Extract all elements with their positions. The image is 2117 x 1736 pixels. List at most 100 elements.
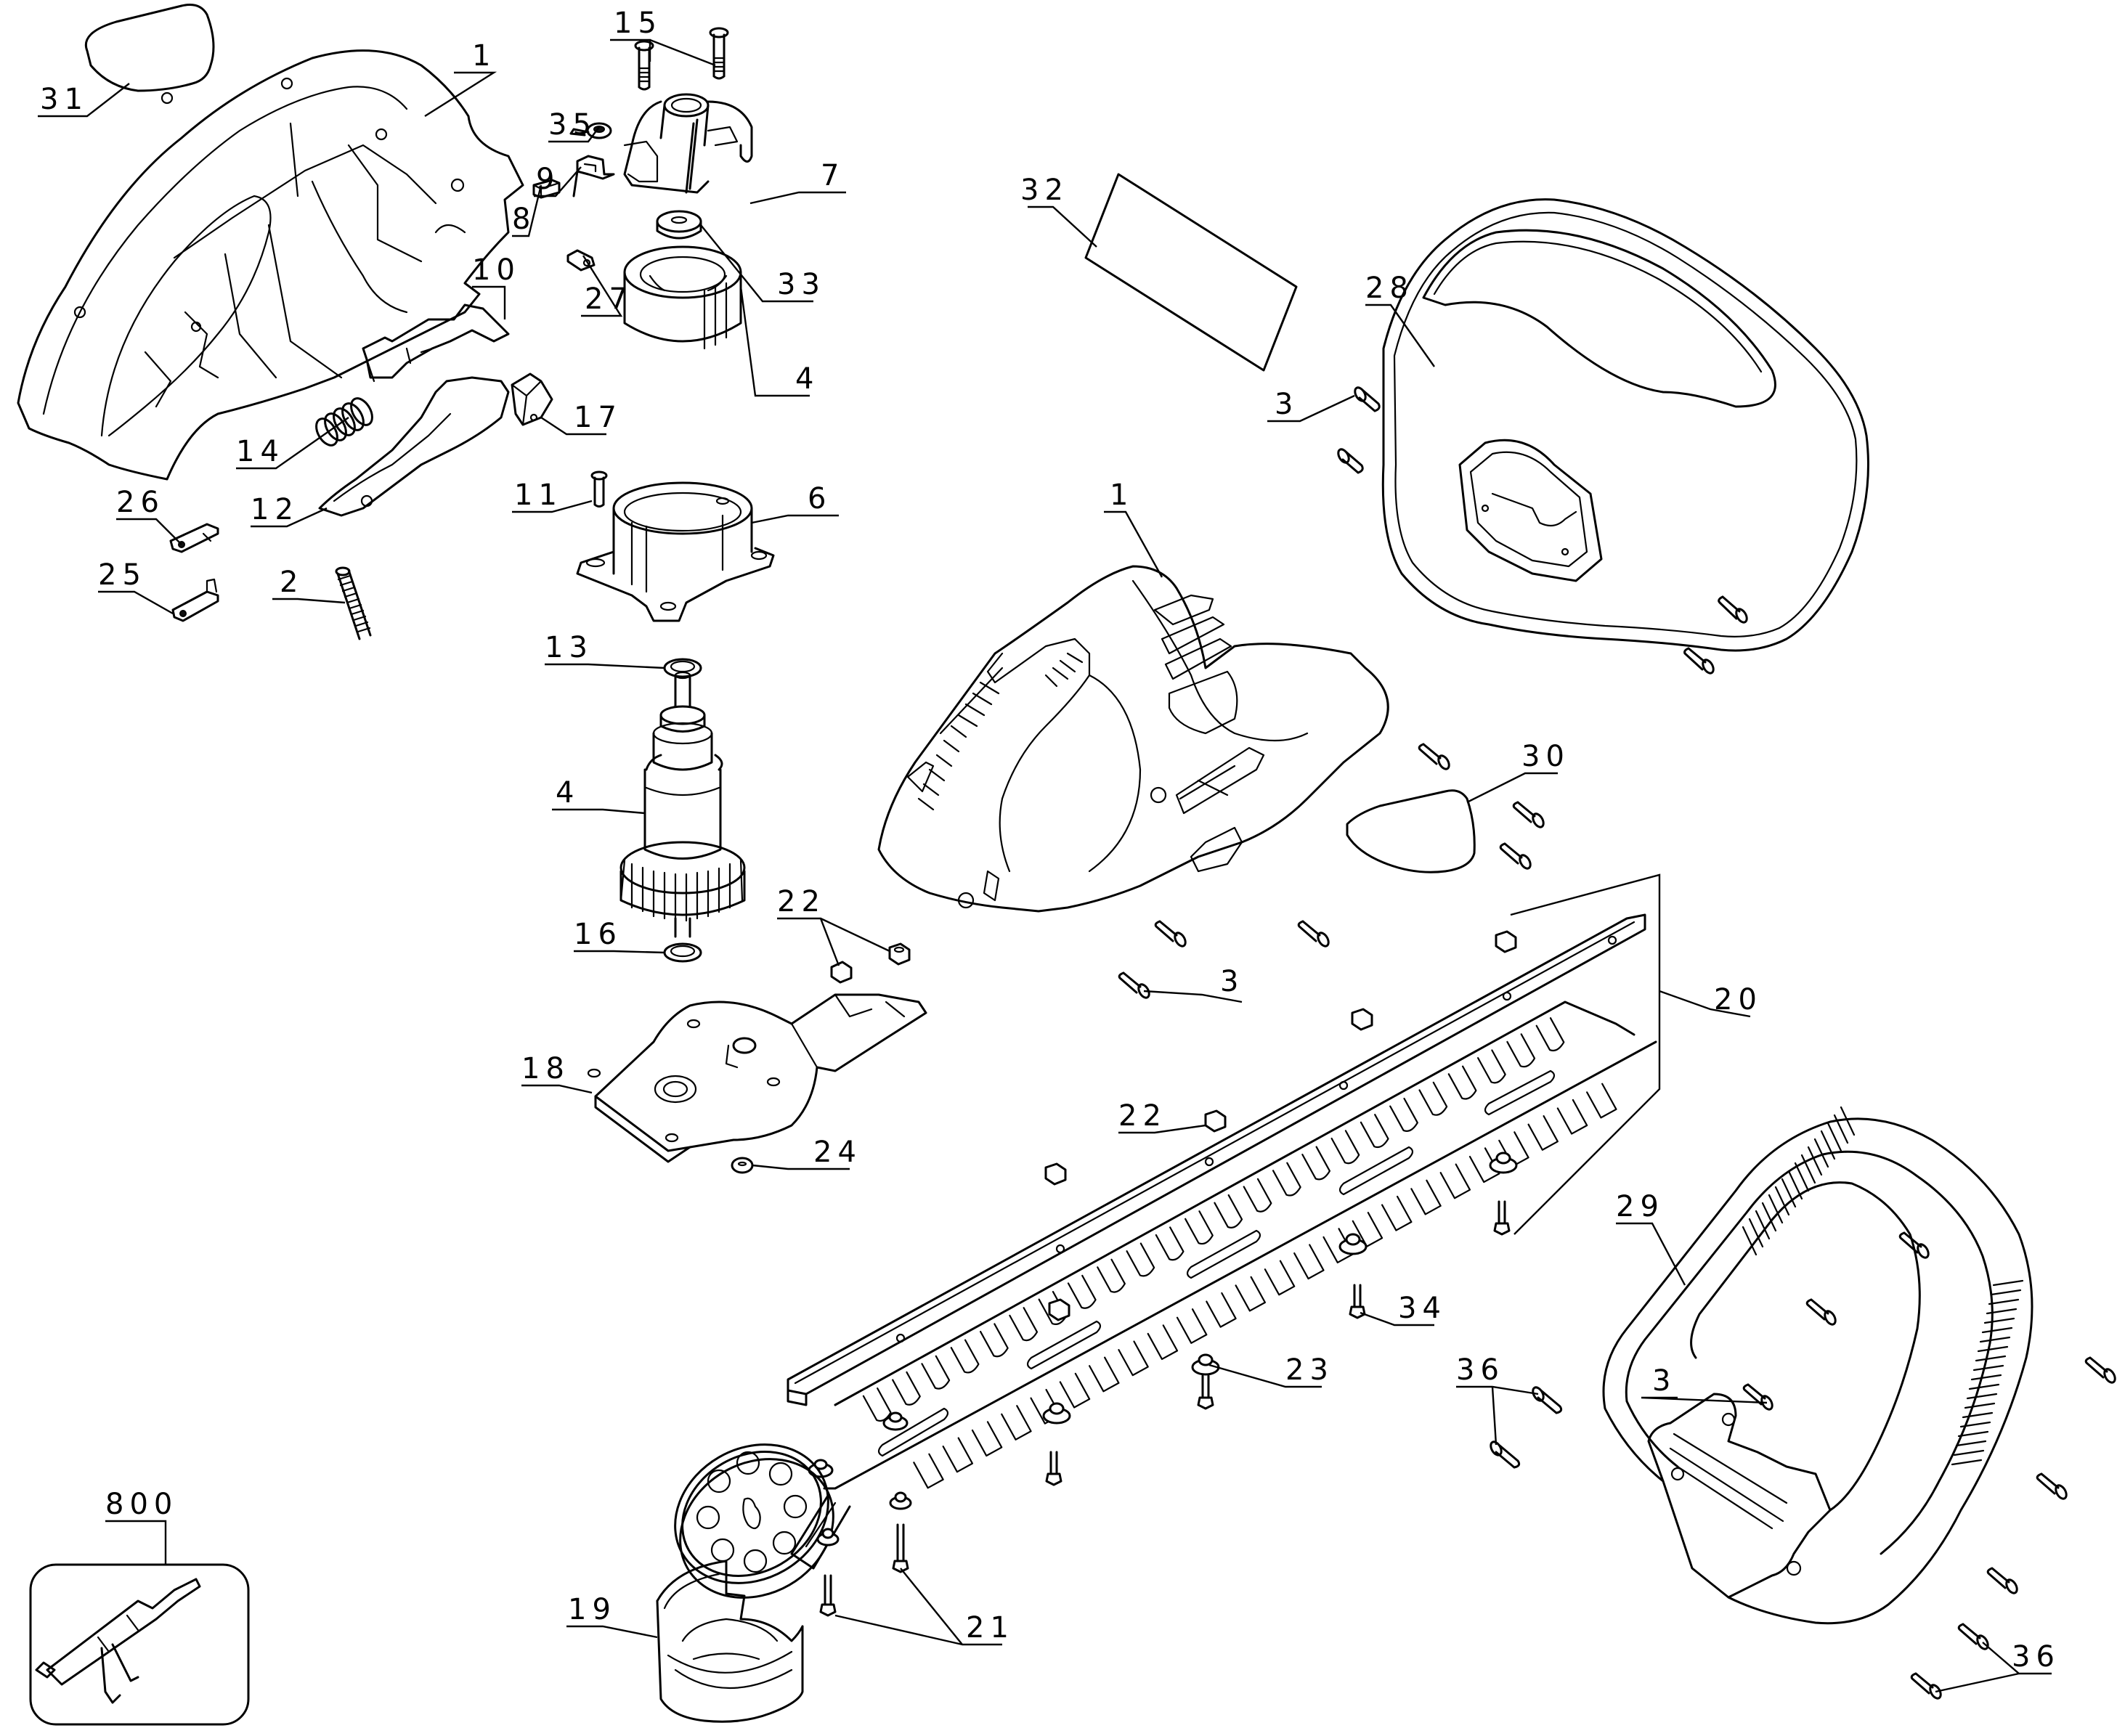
callout-24: 24 (813, 1136, 862, 1169)
callout-28: 28 (1365, 272, 1414, 305)
blade-tooth-upper (1389, 1097, 1418, 1132)
blade-tooth-upper (1272, 1162, 1301, 1197)
callout-26: 26 (116, 486, 165, 519)
part-1-main-housing (877, 565, 1389, 913)
callout-14: 14 (236, 435, 285, 468)
blade-tooth-lower (1293, 1244, 1325, 1280)
callout-34: 34 (1398, 1292, 1447, 1325)
grip-rib (1768, 1194, 1784, 1224)
part-12-trigger (318, 376, 510, 517)
grip-rib (1953, 1449, 1985, 1456)
part-34-bolts (1045, 1200, 1511, 1486)
callout-13: 13 (545, 631, 593, 664)
callout-21: 21 (966, 1611, 1015, 1645)
callout-27: 27 (585, 282, 633, 316)
part-29-front-handle (1602, 1106, 2033, 1625)
blade-tooth-lower (1381, 1195, 1413, 1231)
part-20-blade-assembly (787, 913, 1657, 1570)
grip-rib (1781, 1178, 1797, 1208)
part-4-armature (619, 671, 746, 938)
part-14-spring (315, 397, 373, 447)
blade-tooth-upper (1243, 1178, 1272, 1213)
part-24-spacer (731, 1157, 754, 1174)
grip-rib (1979, 1336, 2011, 1343)
part-32-label (1084, 173, 1298, 372)
blade-tooth-lower (1059, 1372, 1091, 1409)
part-4-stator (623, 245, 742, 350)
part-3-screws-guard (1337, 386, 1748, 675)
part-21-bolts (816, 1491, 912, 1617)
grip-rib (1970, 1374, 2002, 1381)
grip-rib (1827, 1122, 1842, 1152)
grip-rib (1951, 1459, 1983, 1466)
blade-tooth-lower (1147, 1324, 1179, 1361)
grip-rib (1807, 1146, 1823, 1176)
grip-rib (1755, 1210, 1771, 1240)
callout-1-housing: 1 (1110, 478, 1134, 512)
callout-22-blade: 22 (1118, 1099, 1167, 1133)
part-800-cord-retainer (29, 1563, 250, 1726)
part-16-washer (663, 942, 702, 963)
callout-31: 31 (40, 83, 89, 116)
grip-rib (1955, 1440, 1987, 1447)
callout-3-handle: 3 (1652, 1364, 1676, 1398)
part-3-screws-handle (1742, 1231, 1930, 1411)
blade-tooth-upper (1126, 1242, 1155, 1277)
grip-rib (1787, 1170, 1803, 1200)
callout-800: 800 (105, 1488, 178, 1521)
blade-tooth-upper (1447, 1065, 1477, 1100)
callout-labels: 31 1 15 35 7 9 8 10 27 33 4 14 17 12 11 … (40, 7, 2055, 1674)
blade-tooth-lower (913, 1453, 944, 1489)
callout-11: 11 (514, 478, 563, 512)
grip-rib (1983, 1317, 2015, 1324)
part-28-hand-guard (1381, 198, 1869, 652)
blade-tooth-lower (1118, 1340, 1149, 1377)
grip-rib (1981, 1327, 2013, 1334)
part-30-label (1346, 789, 1476, 873)
grip-rib (1962, 1411, 1994, 1419)
callout-9: 9 (536, 163, 560, 196)
grip-rib (1833, 1114, 1849, 1144)
blade-tooth-upper (921, 1355, 951, 1390)
blade-tooth-lower (1206, 1292, 1237, 1328)
grip-rib (1964, 1402, 1996, 1409)
blade-tooth-upper (1301, 1146, 1331, 1181)
part-17-switch (511, 372, 553, 426)
grip-rib (1972, 1364, 2004, 1372)
part-7-brush-holder (623, 93, 753, 194)
grip-rib (1966, 1393, 1998, 1400)
part-25-terminal (171, 578, 219, 622)
callout-19: 19 (568, 1593, 617, 1626)
blade-tooth-lower (1176, 1308, 1208, 1344)
blade-tooth-upper (862, 1387, 892, 1422)
blade-tooth-upper (1535, 1017, 1565, 1052)
blade-tooth-upper (1477, 1049, 1506, 1084)
callout-33: 33 (777, 268, 826, 301)
blade-tooth-lower (1556, 1099, 1588, 1135)
blade-tooth-upper (1214, 1194, 1243, 1228)
callout-16: 16 (574, 918, 622, 951)
blade-tooth-lower (1352, 1212, 1383, 1247)
grip-rib (1968, 1383, 2000, 1390)
callout-4-armature: 4 (556, 776, 580, 810)
blade-tooth-lower (1439, 1163, 1471, 1199)
blade-tooth-lower (971, 1421, 1003, 1457)
grip-rib (1977, 1345, 2009, 1353)
callout-4-stator: 4 (795, 362, 819, 396)
callout-30: 30 (1521, 740, 1570, 773)
callout-36-left: 36 (1456, 1353, 1505, 1387)
blade-tooth-lower (1264, 1260, 1296, 1296)
blade-tooth-upper (1009, 1307, 1039, 1342)
blade-tooth-upper (1067, 1274, 1097, 1309)
part-19-gear-cover (656, 1560, 804, 1723)
blade-tooth-upper (1360, 1114, 1389, 1149)
callout-20: 20 (1714, 983, 1763, 1016)
part-31-label (85, 4, 215, 92)
part-11-screw (590, 470, 608, 508)
grip-rib (1800, 1154, 1816, 1184)
blade-tooth-upper (892, 1371, 921, 1406)
callout-17: 17 (574, 401, 622, 434)
callout-23: 23 (1285, 1353, 1334, 1387)
blade-tooth-upper (1330, 1130, 1360, 1165)
